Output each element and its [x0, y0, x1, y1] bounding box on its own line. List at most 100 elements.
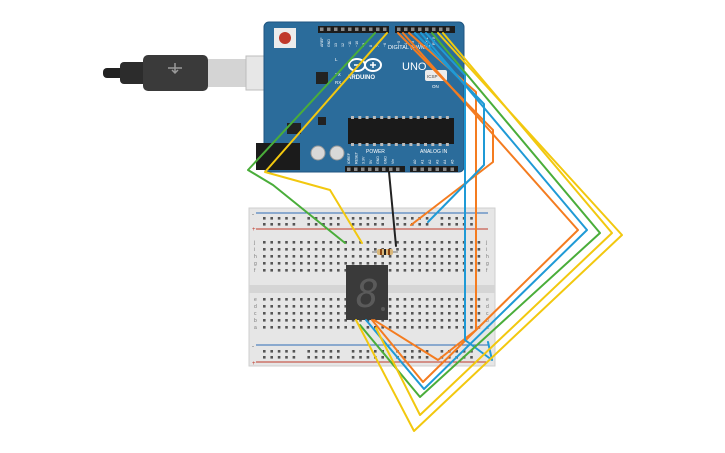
pin-hole[interactable]	[361, 167, 365, 172]
terminal-hole[interactable]	[470, 269, 473, 272]
wire-yellow-3[interactable]	[375, 32, 613, 416]
terminal-hole[interactable]	[381, 326, 384, 329]
rail-hole[interactable]	[403, 217, 407, 220]
rail-hole[interactable]	[285, 223, 288, 226]
rail-hole[interactable]	[448, 217, 451, 220]
rail-hole[interactable]	[263, 217, 266, 220]
terminal-hole[interactable]	[455, 319, 458, 322]
terminal-hole[interactable]	[270, 255, 273, 258]
terminal-hole[interactable]	[411, 319, 414, 322]
terminal-hole[interactable]	[470, 326, 473, 329]
arduino-uno-board[interactable]: DIGITAL (PWM~) ARDUINO UNO L TX RX ON IC…	[256, 21, 465, 173]
pin-hole[interactable]	[362, 27, 366, 32]
terminal-hole[interactable]	[337, 326, 340, 329]
rail-hole[interactable]	[292, 356, 296, 359]
rail-hole[interactable]	[374, 350, 377, 353]
terminal-hole[interactable]	[448, 248, 451, 251]
terminal-hole[interactable]	[381, 319, 384, 322]
terminal-hole[interactable]	[433, 241, 436, 244]
terminal-hole[interactable]	[396, 255, 399, 258]
rail-hole[interactable]	[374, 223, 377, 226]
terminal-hole[interactable]	[366, 262, 370, 265]
terminal-hole[interactable]	[351, 248, 355, 251]
terminal-hole[interactable]	[263, 298, 266, 301]
terminal-hole[interactable]	[411, 269, 414, 272]
terminal-hole[interactable]	[388, 269, 392, 272]
rail-hole[interactable]	[277, 350, 281, 353]
terminal-hole[interactable]	[455, 255, 458, 258]
rail-hole[interactable]	[351, 217, 355, 220]
rail-hole[interactable]	[307, 356, 310, 359]
rail-hole[interactable]	[307, 223, 310, 226]
terminal-hole[interactable]	[337, 269, 340, 272]
terminal-hole[interactable]	[277, 312, 281, 315]
terminal-hole[interactable]	[448, 319, 451, 322]
terminal-hole[interactable]	[307, 298, 310, 301]
terminal-hole[interactable]	[396, 319, 399, 322]
terminal-hole[interactable]	[411, 305, 414, 308]
terminal-hole[interactable]	[455, 305, 458, 308]
terminal-hole[interactable]	[300, 248, 303, 251]
terminal-hole[interactable]	[314, 255, 318, 258]
terminal-hole[interactable]	[440, 305, 444, 308]
terminal-hole[interactable]	[270, 319, 273, 322]
terminal-hole[interactable]	[322, 248, 325, 251]
terminal-hole[interactable]	[477, 269, 481, 272]
rail-hole[interactable]	[425, 223, 429, 226]
rail-hole[interactable]	[403, 356, 407, 359]
terminal-hole[interactable]	[300, 255, 303, 258]
wire-green-2[interactable]	[359, 32, 601, 398]
pin-hole[interactable]	[347, 167, 351, 172]
terminal-hole[interactable]	[418, 262, 421, 265]
terminal-hole[interactable]	[425, 298, 429, 301]
terminal-hole[interactable]	[374, 248, 377, 251]
terminal-hole[interactable]	[322, 241, 325, 244]
rail-hole[interactable]	[270, 217, 273, 220]
terminal-hole[interactable]	[307, 241, 310, 244]
rail-hole[interactable]	[359, 223, 362, 226]
rail-hole[interactable]	[462, 350, 466, 353]
pin-hole[interactable]	[446, 27, 450, 32]
rail-hole[interactable]	[470, 223, 473, 226]
terminal-hole[interactable]	[455, 269, 458, 272]
terminal-hole[interactable]	[314, 298, 318, 301]
terminal-hole[interactable]	[455, 241, 458, 244]
terminal-hole[interactable]	[285, 248, 288, 251]
terminal-hole[interactable]	[351, 262, 355, 265]
terminal-hole[interactable]	[448, 241, 451, 244]
terminal-hole[interactable]	[270, 305, 273, 308]
rail-hole[interactable]	[470, 356, 473, 359]
wire-orange-2[interactable]	[371, 32, 579, 383]
rail-hole[interactable]	[411, 217, 414, 220]
terminal-hole[interactable]	[292, 248, 296, 251]
terminal-hole[interactable]	[277, 241, 281, 244]
rail-hole[interactable]	[351, 350, 355, 353]
terminal-hole[interactable]	[329, 241, 333, 244]
terminal-hole[interactable]	[314, 312, 318, 315]
terminal-hole[interactable]	[277, 269, 281, 272]
terminal-hole[interactable]	[277, 319, 281, 322]
rail-hole[interactable]	[337, 350, 340, 353]
terminal-hole[interactable]	[270, 312, 273, 315]
rail-hole[interactable]	[418, 350, 421, 353]
terminal-hole[interactable]	[307, 305, 310, 308]
pin-hole[interactable]	[320, 27, 324, 32]
terminal-hole[interactable]	[337, 312, 340, 315]
rail-hole[interactable]	[366, 350, 370, 353]
rail-hole[interactable]	[425, 350, 429, 353]
terminal-hole[interactable]	[374, 241, 377, 244]
terminal-hole[interactable]	[396, 312, 399, 315]
terminal-hole[interactable]	[292, 269, 296, 272]
terminal-hole[interactable]	[396, 298, 399, 301]
terminal-hole[interactable]	[329, 248, 333, 251]
rail-hole[interactable]	[455, 350, 458, 353]
terminal-hole[interactable]	[337, 255, 340, 258]
rail-hole[interactable]	[314, 217, 318, 220]
terminal-hole[interactable]	[344, 305, 347, 308]
terminal-hole[interactable]	[403, 255, 407, 258]
terminal-hole[interactable]	[477, 255, 481, 258]
terminal-hole[interactable]	[440, 241, 444, 244]
terminal-hole[interactable]	[285, 305, 288, 308]
terminal-hole[interactable]	[337, 298, 340, 301]
reset-button-cap[interactable]	[279, 32, 291, 44]
